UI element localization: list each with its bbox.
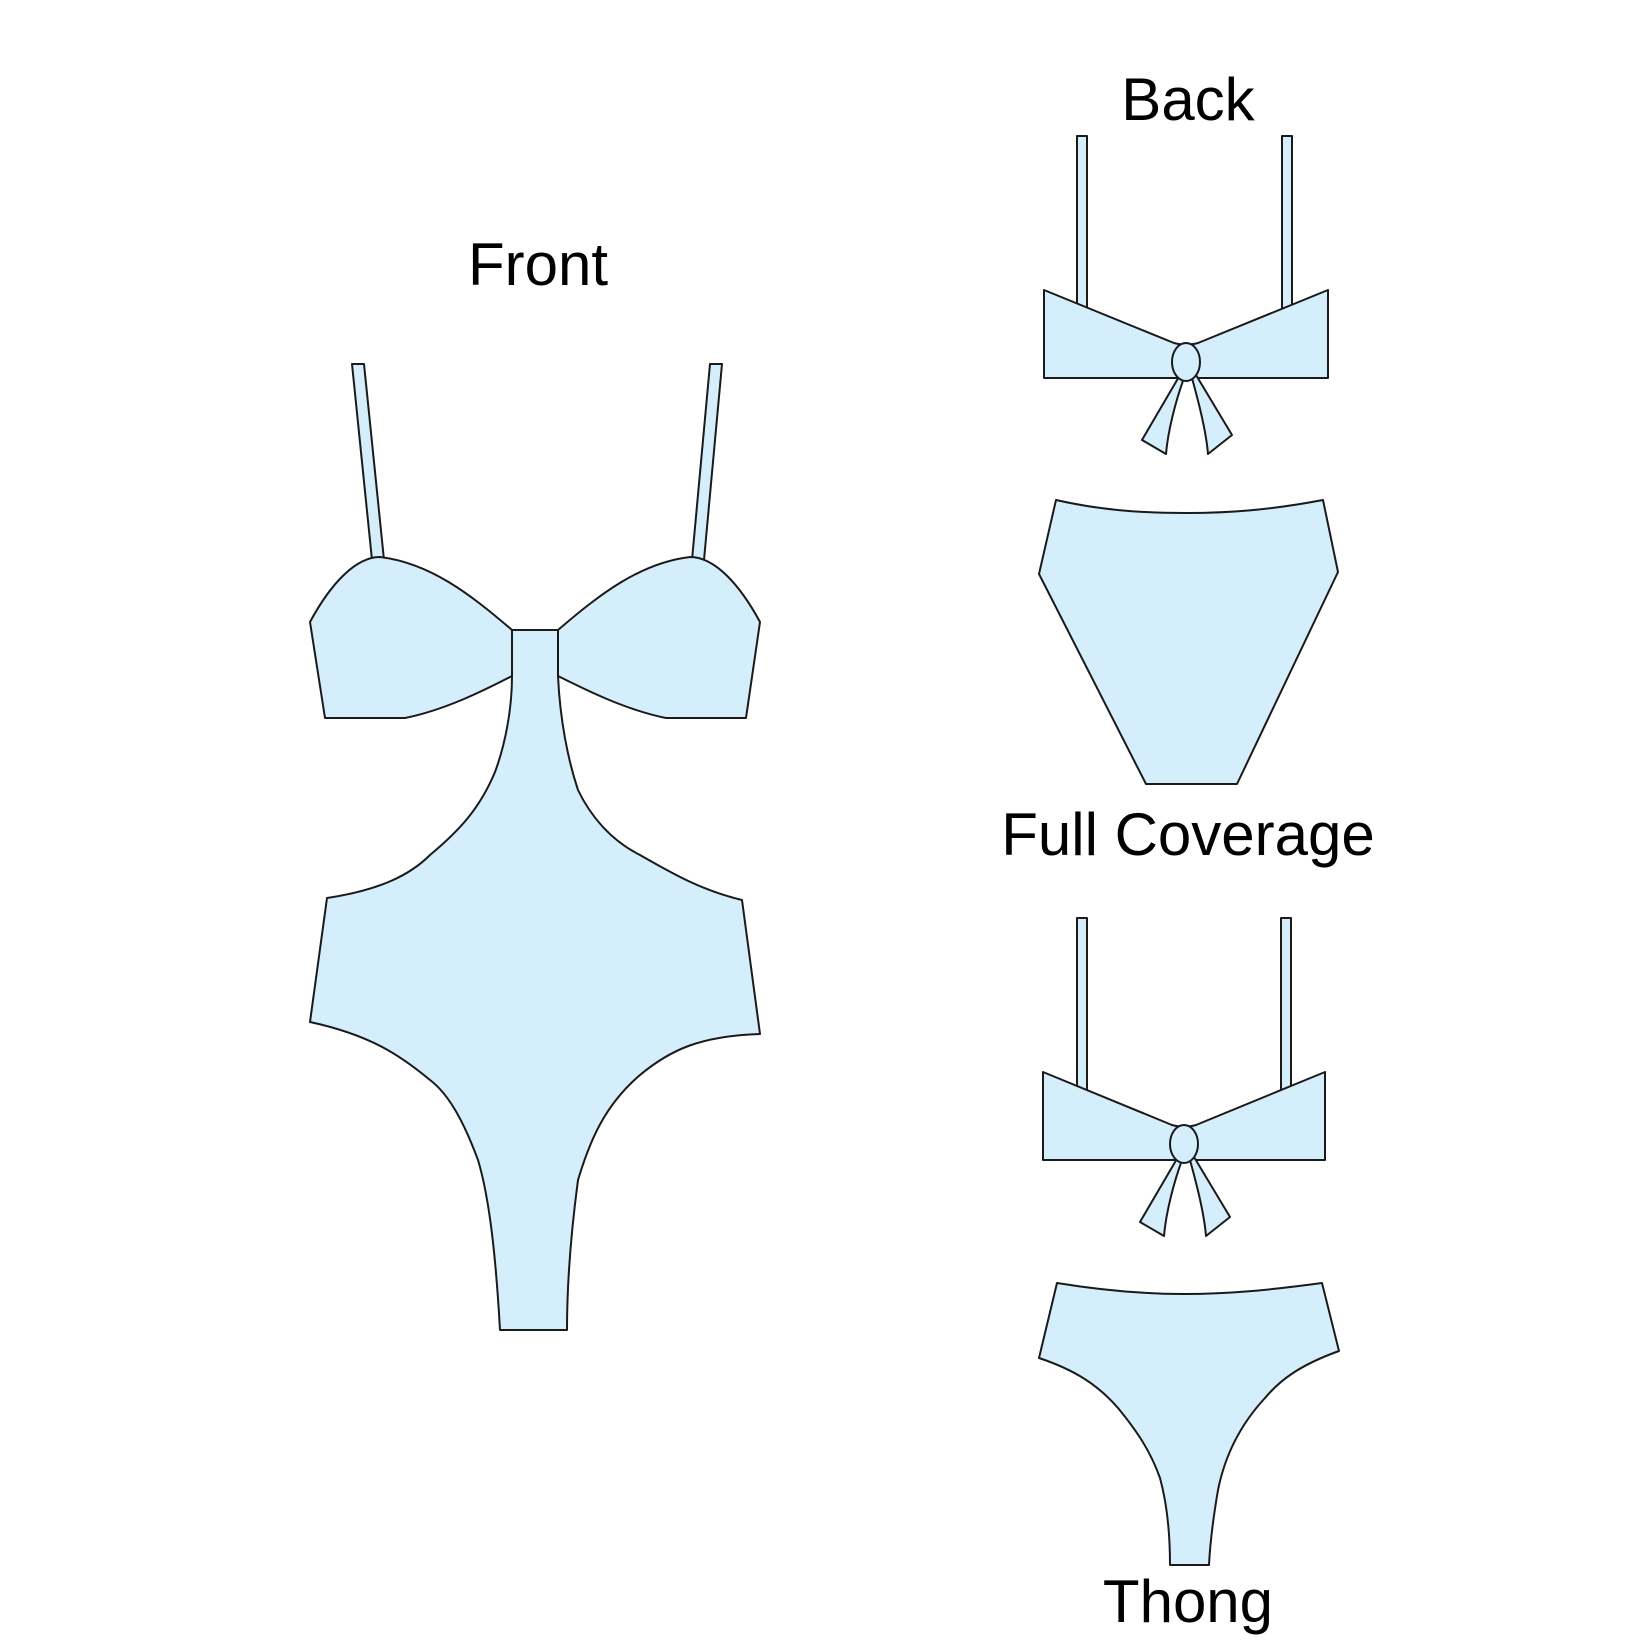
label-full-coverage: Full Coverage [1001,801,1375,868]
back-top-1-left-strap [1076,135,1088,312]
front-center-panel [512,630,558,676]
front-right-strap [691,363,723,561]
front-body [309,629,761,1331]
back-top-1 [1043,135,1329,455]
front-one-piece [309,363,761,1331]
full-coverage-bottom [1038,499,1339,785]
back-top-2-left-strap [1076,917,1088,1094]
front-right-cup [557,556,761,719]
front-left-cup [309,556,513,719]
back-top-1-right-strap [1281,135,1293,312]
back-top-1-tie-tails [1141,374,1233,455]
back-top-2-tie-tails [1139,1156,1231,1237]
label-thong: Thong [1103,1568,1273,1635]
label-back: Back [1121,66,1255,133]
full-coverage-bottom-shape [1038,499,1339,785]
back-top-2 [1042,917,1326,1237]
label-front: Front [468,231,608,298]
back-top-1-knot [1171,342,1201,382]
front-left-strap [351,363,385,561]
thong-bottom [1038,1282,1340,1566]
thong-bottom-shape [1038,1282,1340,1566]
back-top-2-right-strap [1280,917,1292,1094]
back-top-2-knot [1169,1124,1199,1164]
